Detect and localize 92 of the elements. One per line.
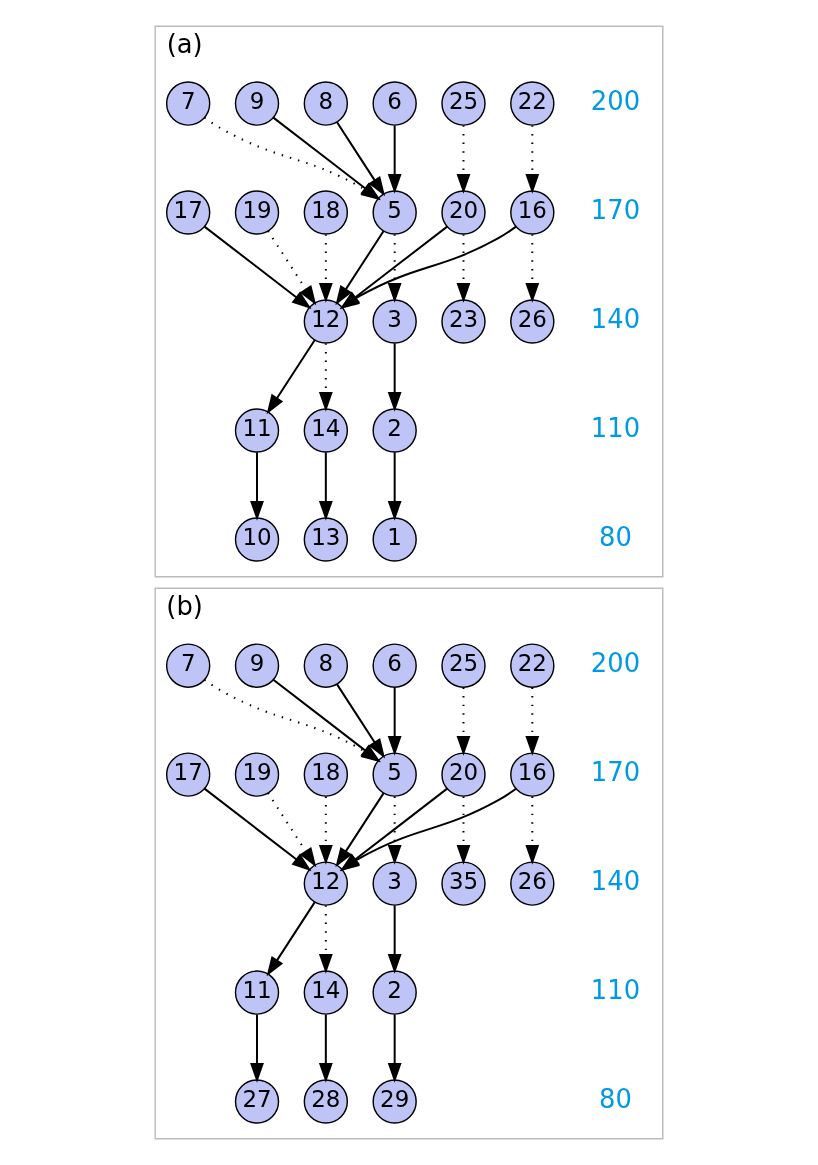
arrow: [387, 452, 402, 521]
node-circle: 9: [234, 643, 280, 688]
node-circle: 20: [441, 752, 486, 797]
arrow: [525, 125, 540, 194]
node-circle: 12: [303, 861, 349, 906]
node-circle: 7: [165, 81, 211, 126]
node-circle: 29: [372, 1079, 417, 1124]
arrow: [267, 792, 317, 868]
node-circle: 11: [234, 970, 280, 1015]
node-circle: 8: [303, 643, 349, 688]
arrow: [387, 125, 402, 194]
arrow: [335, 230, 385, 306]
arrow: [318, 234, 333, 303]
node-circle: 14: [303, 970, 349, 1015]
label: 140: [590, 303, 641, 334]
node-circle: 18: [303, 752, 349, 797]
node-circle: 1: [372, 517, 417, 562]
arrow: [525, 796, 540, 865]
arrow: [456, 796, 471, 865]
arrow: [203, 116, 381, 201]
arrow: [456, 234, 471, 303]
node-circle: 6: [372, 81, 417, 126]
node-circle: 18: [303, 190, 349, 235]
node-circle: 2: [372, 408, 417, 453]
node-circle: 3: [372, 299, 417, 344]
arrow: [272, 678, 381, 763]
label: 80: [599, 1083, 632, 1114]
node-circle: 35: [441, 861, 486, 906]
node-circle: 19: [234, 190, 280, 235]
arrow: [318, 452, 333, 521]
arrow: [266, 901, 316, 977]
node-circle: 27: [234, 1079, 280, 1124]
node-circle: 11: [234, 408, 280, 453]
arrow: [318, 343, 333, 412]
node-circle: 26: [510, 861, 555, 906]
node-circle: 5: [372, 190, 417, 235]
node-circle: 22: [510, 81, 555, 126]
arrow: [387, 234, 402, 303]
node-circle: 25: [441, 81, 486, 126]
arrow: [203, 678, 381, 763]
node-circle: 22: [510, 643, 555, 688]
node-circle: 28: [303, 1079, 349, 1124]
arrow: [387, 1014, 402, 1083]
node-circle: 20: [441, 190, 486, 235]
node-circle: 16: [510, 190, 555, 235]
node-circle: 16: [510, 752, 555, 797]
arrow: [525, 687, 540, 756]
arrow: [203, 787, 312, 872]
node-circle: 26: [510, 299, 555, 344]
node-circle: 9: [234, 81, 280, 126]
node-circle: 8: [303, 81, 349, 126]
node-circle: 7: [165, 643, 211, 688]
arrow: [525, 234, 540, 303]
node-circle: 17: [165, 190, 211, 235]
node-circle: 2: [372, 970, 417, 1015]
arrow: [318, 796, 333, 865]
arrow: [266, 339, 316, 415]
label: 140: [590, 865, 641, 896]
arrow: [267, 230, 317, 306]
node-circle: 17: [165, 752, 211, 797]
node-circle: 14: [303, 408, 349, 453]
label: 80: [599, 521, 632, 552]
node-circle: 25: [441, 643, 486, 688]
arrow: [336, 121, 386, 197]
arrow: [318, 905, 333, 974]
arrow: [387, 905, 402, 974]
arrow: [387, 343, 402, 412]
arrow: [336, 683, 386, 759]
arrow: [250, 1014, 264, 1083]
node-circle: 12: [303, 299, 349, 344]
node-circle: 19: [234, 752, 280, 797]
node-circle: 23: [441, 299, 486, 344]
arrow: [387, 796, 402, 865]
arrow: [272, 116, 381, 201]
node-circle: 3: [372, 861, 417, 906]
label: 200: [590, 85, 641, 116]
node-circle: 10: [234, 517, 280, 562]
node-circle: 5: [372, 752, 417, 797]
arrow: [203, 225, 312, 310]
arrow: [456, 687, 471, 756]
node-circle: 13: [303, 517, 349, 562]
label: 110: [590, 412, 641, 443]
label: 200: [590, 647, 641, 678]
label: 170: [590, 756, 641, 787]
arrow: [335, 792, 385, 868]
arrow: [250, 452, 264, 521]
arrow: [387, 687, 402, 756]
label: 170: [590, 194, 641, 225]
arrow: [456, 125, 471, 194]
label: 110: [590, 974, 641, 1005]
node-circle: 6: [372, 643, 417, 688]
arrow: [318, 1014, 333, 1083]
